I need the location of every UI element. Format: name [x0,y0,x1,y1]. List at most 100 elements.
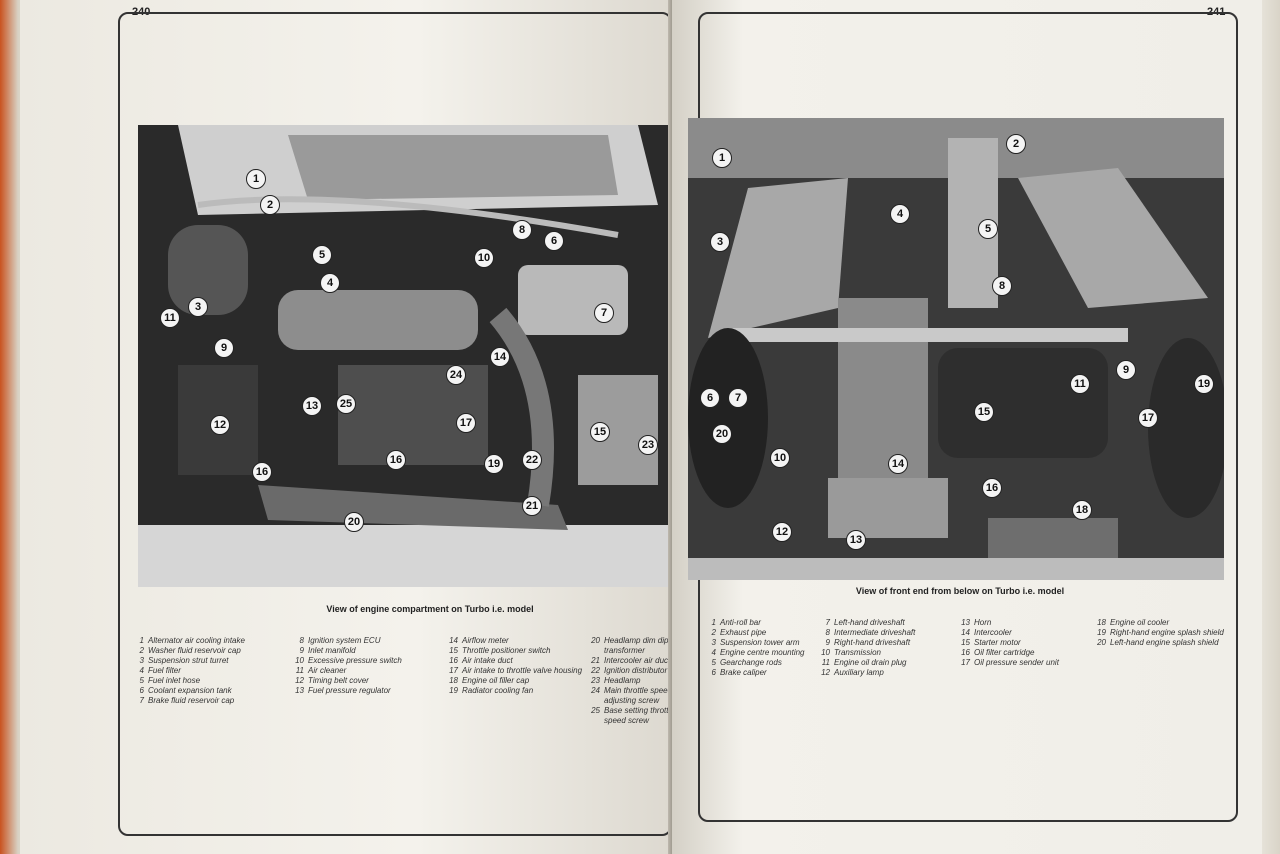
legend-item-text: Engine centre mounting [720,648,805,657]
legend-item-text: Radiator cooling fan [462,686,534,695]
legend-item-number: 4 [139,666,144,675]
legend-item-number: 24 [591,686,600,695]
legend-item: 4 Engine centre mounting [704,648,816,658]
legend-item-number: 18 [449,676,458,685]
legend-item-number: 11 [821,658,830,667]
right-callout-13: 13 [846,530,866,550]
legend-item-text: Timing belt cover [308,676,369,685]
right-callout-17: 17 [1138,408,1158,428]
legend-item-number: 11 [295,666,304,675]
legend-item-text: Horn [974,618,992,627]
left-callout-14: 14 [490,347,510,367]
legend-item: 3 Suspension strut turret [132,656,282,666]
left-callout-16-top: 16 [386,450,406,470]
legend-item-number: 12 [821,668,830,677]
right-callout-7: 7 [728,388,748,408]
legend-item-text: Ignition system ECU [308,636,381,645]
left-callout-15: 15 [590,422,610,442]
legend-item-text: Throttle positioner switch [462,646,551,655]
legend-item-text: Engine oil drain plug [834,658,907,667]
legend-item-text: Fuel pressure regulator [308,686,391,695]
legend-item: 7 Left-hand driveshaft [818,618,956,628]
legend-item-text: Oil pressure sender unit [974,658,1059,667]
legend-item-text: Excessive pressure switch [308,656,402,665]
left-callout-25: 25 [336,394,356,414]
legend-item-text: Left-hand driveshaft [834,618,905,627]
left-callout-24: 24 [446,365,466,385]
legend-item-number: 7 [825,618,830,627]
legend-item-number: 5 [139,676,144,685]
legend-item-text: Brake caliper [720,668,767,677]
legend-item-number: 21 [591,656,600,665]
legend-item-number: 13 [295,686,304,695]
right-callout-10: 10 [770,448,790,468]
right-callout-15: 15 [974,402,994,422]
legend-item-text: Air intake duct [462,656,513,665]
engine-compartment-photo: 1 2 3 4 5 6 7 8 9 10 11 12 13 14 15 16 1… [138,125,674,587]
legend-item-text: Right-hand driveshaft [834,638,911,647]
left-callout-4: 4 [320,273,340,293]
left-callout-9: 9 [214,338,234,358]
legend-item-text: Exhaust pipe [720,628,767,637]
legend-item-text: Oil filter cartridge [974,648,1035,657]
left-callout-6: 6 [544,231,564,251]
left-callout-7: 7 [594,303,614,323]
right-callout-12: 12 [772,522,792,542]
legend-item-number: 4 [711,648,716,657]
legend-item-text: Alternator air cooling intake [148,636,245,645]
legend-item-text: Anti-roll bar [720,618,761,627]
legend-item-number: 15 [449,646,458,655]
legend-item-text: Fuel filter [148,666,181,675]
right-callout-16: 16 [982,478,1002,498]
legend-item-text: Left-hand engine splash shield [1110,638,1219,647]
legend-item-text: Intermediate driveshaft [834,628,916,637]
legend-item-number: 14 [961,628,970,637]
legend-item-number: 2 [711,628,716,637]
legend-item-number: 18 [1097,618,1106,627]
legend-item: 21 Intercooler air duct [588,656,680,666]
legend-item: 11 Air cleaner [292,666,442,676]
right-caption: View of front end from below on Turbo i.… [855,586,1065,596]
legend-item-number: 17 [961,658,970,667]
legend-item-number: 6 [711,668,716,677]
legend-item-text: Engine oil filler cap [462,676,530,685]
left-callout-2: 2 [260,195,280,215]
legend-item-text: Suspension strut turret [148,656,229,665]
left-callout-5: 5 [312,245,332,265]
legend-item-text: Starter motor [974,638,1021,647]
legend-item-number: 3 [139,656,144,665]
legend-item-text: Air cleaner [308,666,347,675]
legend-item-text: Intercooler air duct [604,656,671,665]
legend-item-text: Airflow meter [462,636,509,645]
legend-item-number: 3 [711,638,716,647]
left-callout-12: 12 [210,415,230,435]
right-callout-20: 20 [712,424,732,444]
legend-item: 4 Fuel filter [132,666,282,676]
legend-item-text: Engine oil cooler [1110,618,1170,627]
legend-item-text: Right-hand engine splash shield [1110,628,1224,637]
legend-item: 2 Exhaust pipe [704,628,816,638]
legend-item-number: 7 [139,696,144,705]
legend-item-number: 23 [591,676,600,685]
left-callout-13: 13 [302,396,322,416]
right-callout-3: 3 [710,232,730,252]
left-caption: View of engine compartment on Turbo i.e.… [326,604,534,614]
left-callout-17: 17 [456,413,476,433]
